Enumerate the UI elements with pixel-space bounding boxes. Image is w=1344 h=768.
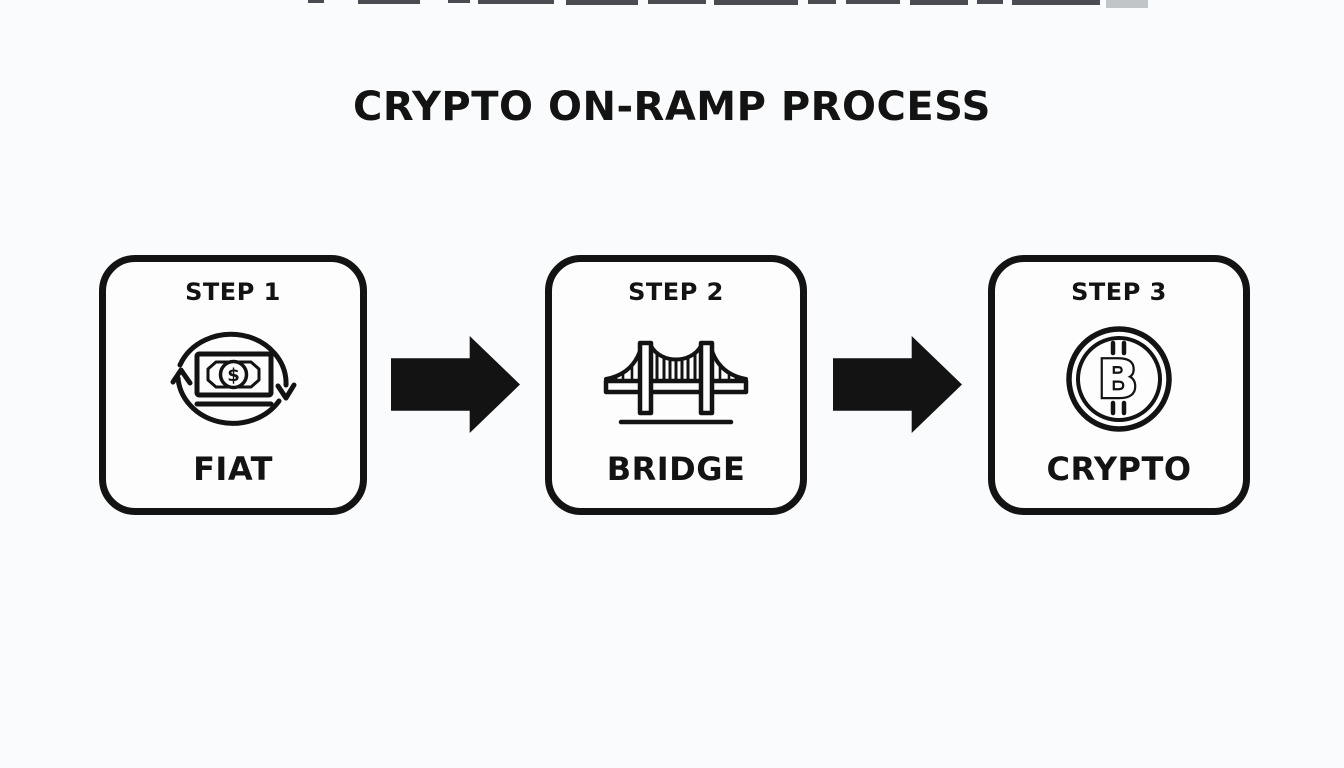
step-box-fiat: STEP 1 $ FIAT xyxy=(99,255,367,515)
step-label: STEP 2 xyxy=(628,278,724,306)
diagram-title: CRYPTO ON-RAMP PROCESS xyxy=(353,84,991,130)
step-name: CRYPTO xyxy=(1046,449,1192,488)
flow-arrow-1 xyxy=(391,336,520,433)
step-label: STEP 3 xyxy=(1071,278,1167,306)
step-name: BRIDGE xyxy=(606,449,746,488)
step-box-bridge: STEP 2 xyxy=(545,255,807,515)
dollar-symbol: $ xyxy=(227,365,240,386)
suspension-bridge-icon xyxy=(601,305,751,451)
fiat-currency-exchange-icon: $ xyxy=(167,305,299,451)
bitcoin-b-symbol: B xyxy=(1098,350,1138,410)
step-box-crypto: STEP 3 B CRYPTO xyxy=(988,255,1250,515)
step-label: STEP 1 xyxy=(185,278,281,306)
step-name: FIAT xyxy=(193,449,273,488)
bitcoin-coin-icon: B xyxy=(1063,305,1175,451)
flow-arrow-2 xyxy=(833,336,962,433)
